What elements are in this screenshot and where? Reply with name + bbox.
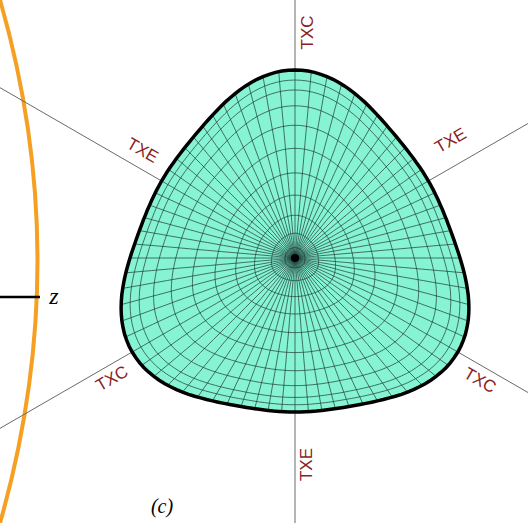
mesh-radial	[123, 258, 295, 288]
mesh-radial	[263, 77, 295, 258]
meridian-curve	[0, 0, 38, 523]
mesh-radial	[121, 258, 295, 305]
loading-path-label: TXC	[461, 364, 499, 396]
mesh-radial	[130, 258, 295, 259]
mesh-radial	[295, 218, 446, 258]
surface-outline	[121, 70, 469, 412]
loading-path-label: TXC	[93, 362, 131, 394]
mesh-radial	[295, 244, 455, 258]
mesh-radial	[295, 115, 378, 258]
mesh-radial	[295, 72, 311, 258]
mesh-ring	[215, 173, 375, 333]
ray-line	[295, 0, 296, 258]
mesh-radial	[295, 170, 421, 258]
mesh-radial	[295, 70, 296, 258]
mesh-radial	[162, 181, 295, 258]
mesh-radial	[255, 258, 295, 409]
mesh-radial	[223, 104, 295, 258]
mesh-ring	[285, 248, 305, 268]
mesh-radial	[295, 104, 367, 258]
mesh-radial	[295, 258, 460, 259]
surface-mesh	[121, 70, 469, 412]
axis-line	[0, 296, 40, 299]
mesh-ring	[236, 195, 355, 314]
mesh-radial	[295, 231, 451, 258]
mesh-radial	[282, 258, 295, 412]
mesh-radial	[213, 258, 296, 401]
mesh-radial	[295, 258, 469, 305]
panel-label: (c)	[151, 496, 173, 516]
mesh-radial	[295, 159, 414, 259]
mesh-radial	[193, 137, 295, 258]
mesh-ring	[271, 233, 318, 281]
mesh-radial	[142, 258, 295, 365]
mesh-radial	[295, 258, 335, 409]
center-dot	[291, 254, 299, 262]
mesh-radial	[135, 244, 295, 258]
mesh-radial	[155, 193, 295, 258]
loading-path-label: TXE	[432, 124, 469, 155]
mesh-radial	[295, 258, 408, 392]
loading-path-label: TXC	[299, 15, 316, 49]
mesh-ring	[171, 125, 418, 370]
mesh-radial	[295, 205, 440, 258]
mesh-radial	[295, 258, 465, 337]
mesh-radial	[144, 218, 295, 258]
mesh-ring	[139, 90, 451, 397]
mesh-radial	[295, 258, 296, 412]
mesh-radial	[295, 193, 435, 258]
mesh-radial	[295, 258, 308, 412]
mesh-radial	[279, 72, 295, 258]
mesh-ring	[154, 106, 437, 386]
mesh-ring	[255, 215, 336, 296]
mesh-ring	[130, 80, 460, 405]
mesh-radial	[154, 258, 295, 376]
mesh-radial	[126, 258, 296, 337]
ray-line	[295, 258, 296, 523]
mesh-ring	[192, 148, 397, 352]
loading-path-label: TXE	[124, 134, 161, 165]
mesh-radial	[295, 258, 464, 273]
loading-path-label: TXE	[299, 447, 316, 480]
mesh-radial	[295, 258, 458, 352]
surface-fill	[121, 70, 469, 412]
mesh-radial	[295, 258, 322, 410]
axis-label: z	[49, 284, 58, 308]
mesh-radial	[203, 126, 295, 258]
mesh-radial	[126, 258, 295, 273]
